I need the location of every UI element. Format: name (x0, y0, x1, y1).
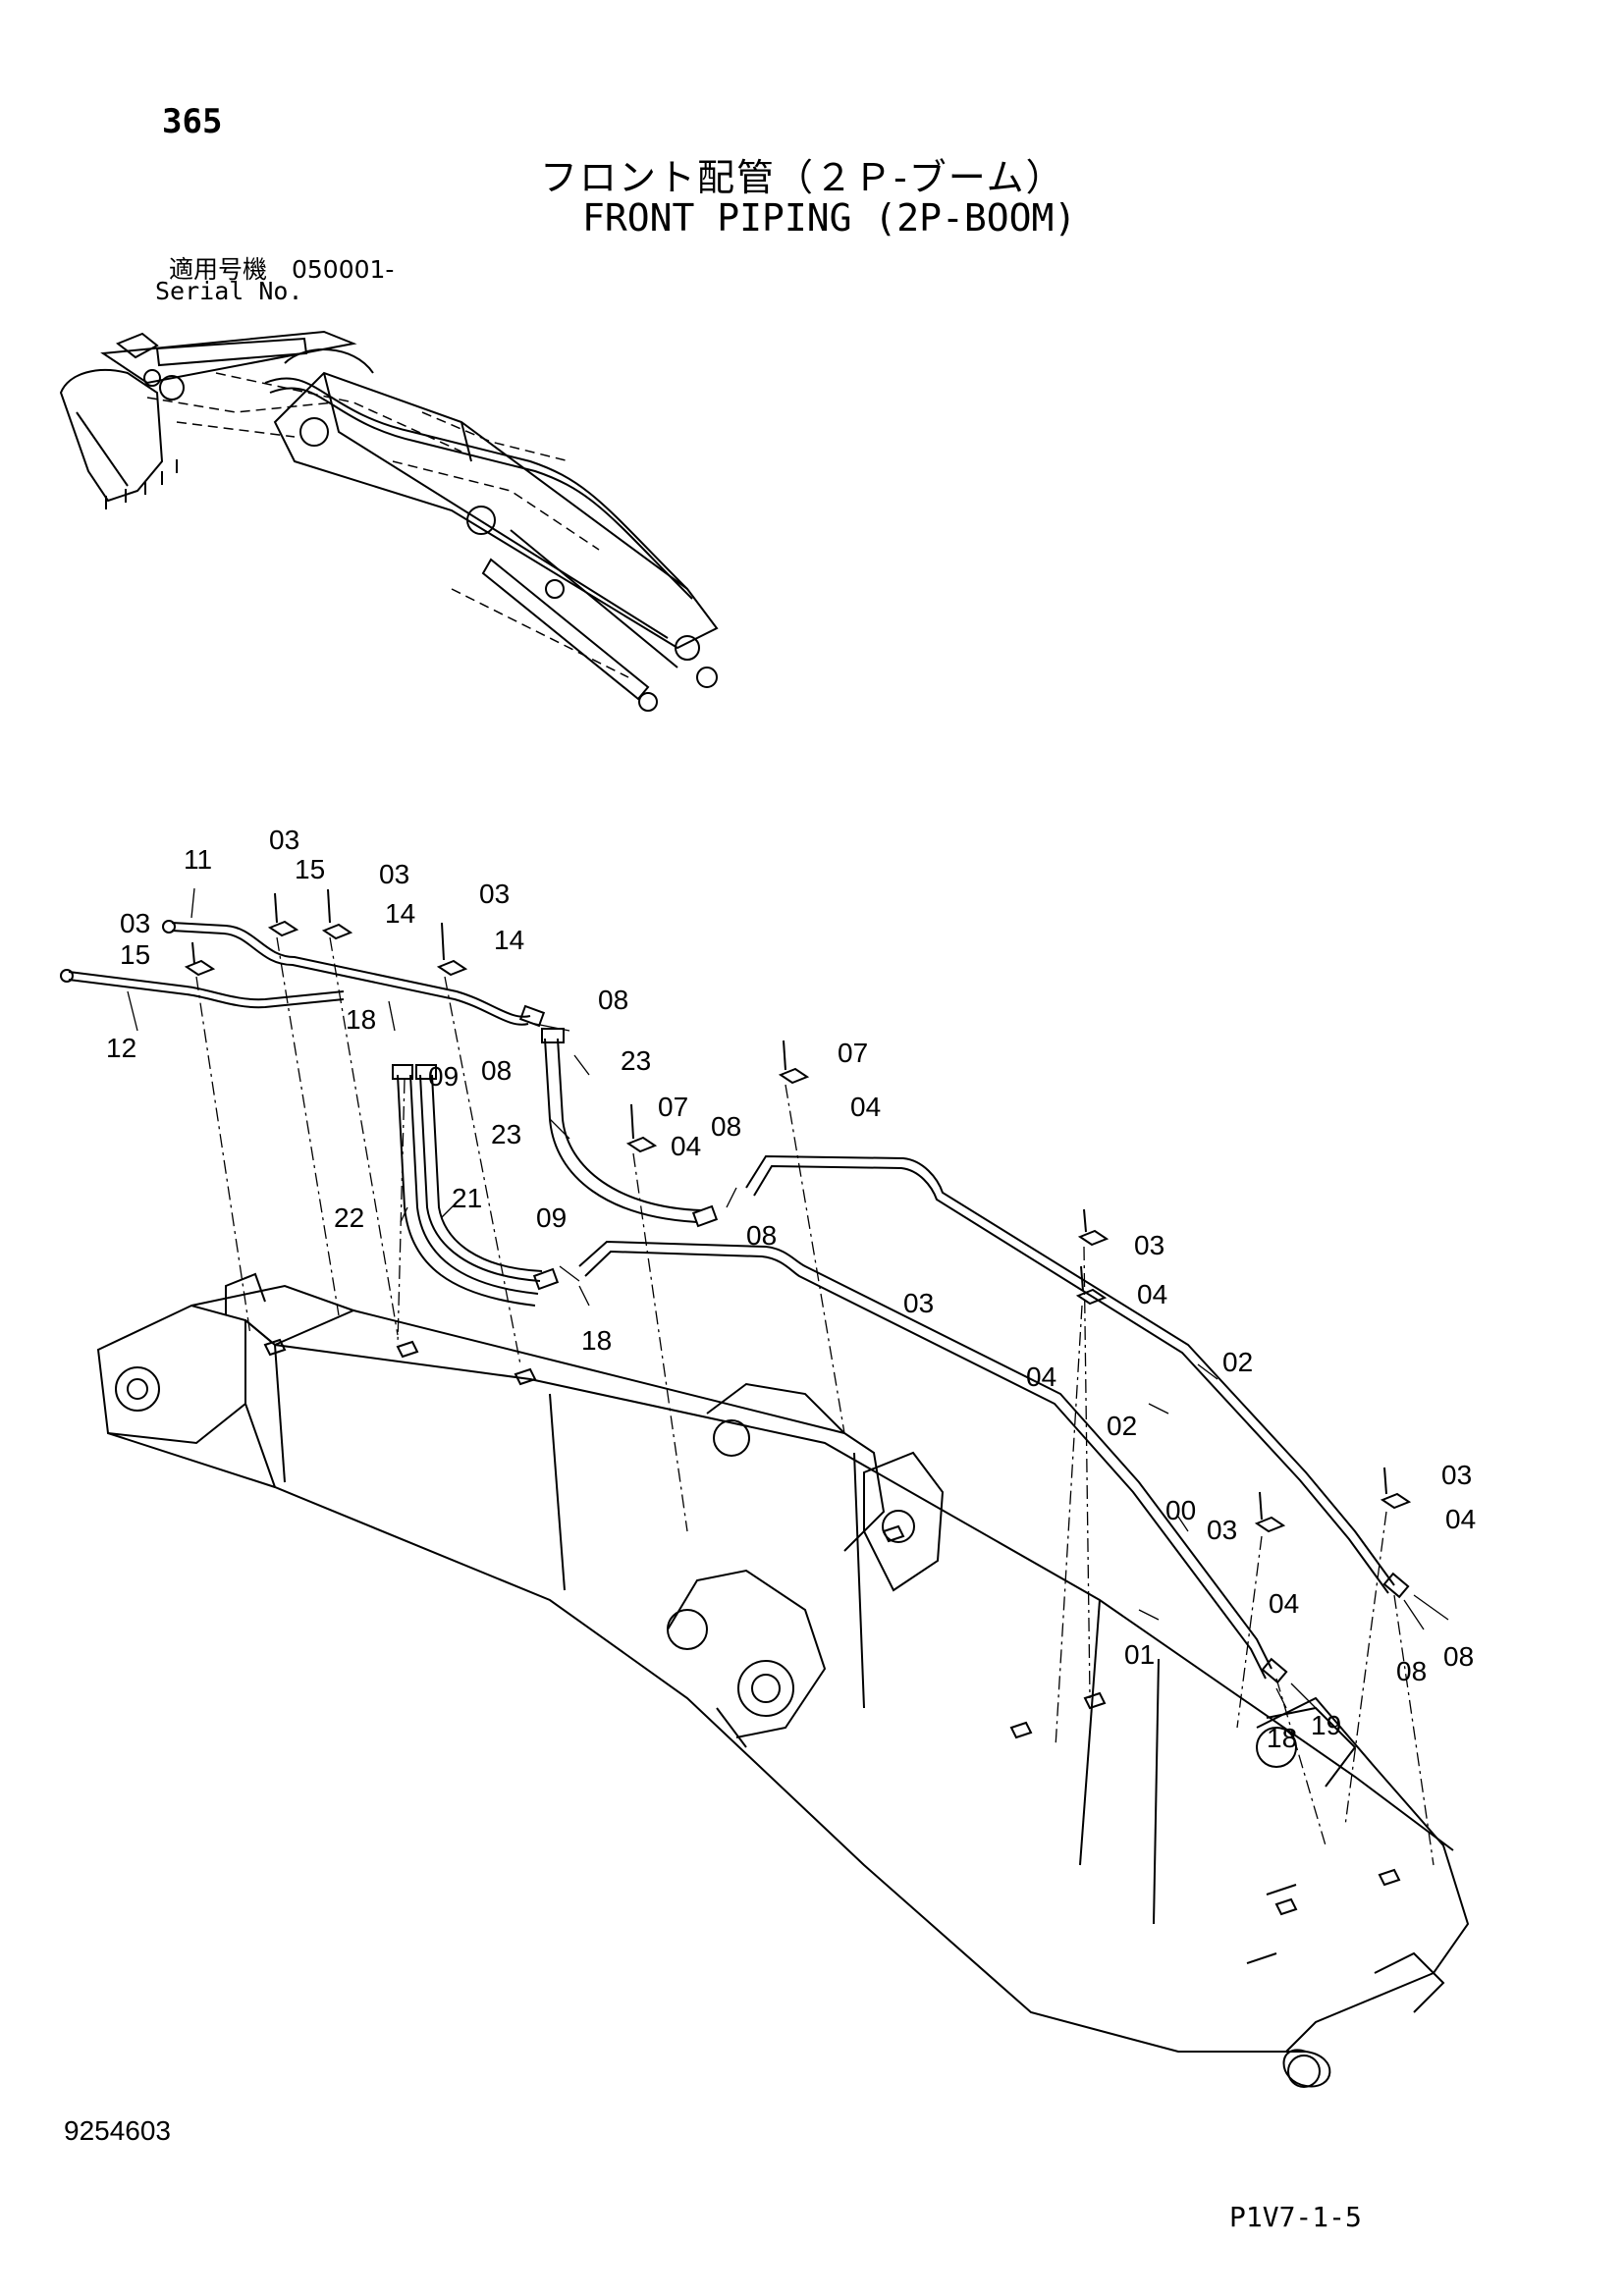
callout-23: 23 (621, 1045, 651, 1076)
callout-14: 14 (494, 925, 524, 955)
callout-03: 03 (379, 859, 409, 889)
serial-label-english: Serial No. (155, 277, 303, 305)
title-english: FRONT PIPING (2P-BOOM) (582, 196, 1077, 240)
callout-18: 18 (1267, 1723, 1297, 1753)
callout-00: 00 (1165, 1495, 1196, 1525)
callout-08: 08 (481, 1055, 512, 1086)
callout-08: 08 (1396, 1656, 1427, 1686)
callout-18: 18 (346, 1004, 376, 1035)
fittings (60, 920, 1410, 1684)
callout-08: 08 (598, 985, 628, 1015)
callout-08: 08 (711, 1111, 741, 1142)
title-japanese: フロント配管（２Ｐ-ブーム） (540, 156, 1065, 199)
callout-14: 14 (385, 898, 415, 929)
callout-09: 09 (428, 1061, 459, 1092)
callout-02: 02 (1222, 1347, 1253, 1377)
callout-07: 07 (658, 1092, 688, 1122)
callout-11: 11 (184, 844, 212, 875)
boom-structure (96, 1272, 1470, 2088)
callout-22: 22 (334, 1202, 364, 1233)
overview-illustration (59, 330, 719, 712)
callout-07: 07 (838, 1038, 868, 1068)
callout-18: 18 (581, 1325, 612, 1356)
callout-15: 15 (120, 939, 150, 970)
callout-08: 08 (1443, 1641, 1474, 1672)
callout-04: 04 (671, 1131, 701, 1161)
drawing-number: 9254603 (64, 2115, 172, 2146)
callout-21: 21 (452, 1183, 482, 1213)
callout-08: 08 (746, 1220, 777, 1251)
callout-09: 09 (536, 1202, 567, 1233)
callout-labels: 11 03 15 03 14 03 14 03 15 12 18 09 08 0… (106, 825, 1476, 1753)
callout-03: 03 (1441, 1460, 1472, 1490)
callout-03: 03 (269, 825, 299, 855)
callout-04: 04 (1445, 1504, 1476, 1534)
callout-04: 04 (1269, 1588, 1299, 1619)
callout-03: 03 (903, 1288, 934, 1318)
callout-15: 15 (295, 854, 325, 884)
pipes (68, 922, 1395, 1680)
serial-label-japanese: 適用号機 050001- (169, 255, 395, 284)
callout-23: 23 (491, 1119, 521, 1149)
clamps-bolts (184, 888, 1412, 1533)
callout-19: 19 (1311, 1710, 1341, 1740)
callout-03: 03 (120, 908, 150, 938)
callout-03: 03 (479, 879, 510, 909)
leader-lines (195, 936, 1435, 1866)
callout-12: 12 (106, 1033, 136, 1063)
callout-leaders (127, 887, 1449, 1709)
callout-02: 02 (1107, 1411, 1137, 1441)
callout-03: 03 (1134, 1230, 1164, 1260)
overview-leaders (146, 372, 629, 678)
page-code: P1V7-1-5 (1229, 2201, 1362, 2233)
page-number: 365 (162, 102, 223, 141)
callout-04: 04 (1137, 1279, 1167, 1309)
callout-04: 04 (1026, 1362, 1056, 1392)
callout-03: 03 (1207, 1515, 1237, 1545)
callout-04: 04 (850, 1092, 881, 1122)
callout-01: 01 (1124, 1639, 1155, 1670)
